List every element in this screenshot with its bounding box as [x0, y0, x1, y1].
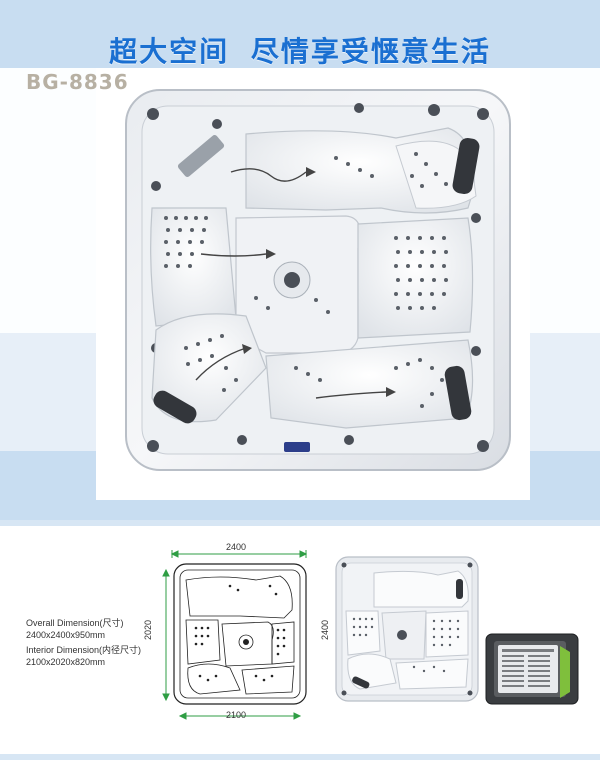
hero-right-stripe [530, 68, 600, 333]
hero-left-stripe [0, 68, 96, 333]
dimension-right-height: 2400 [320, 620, 330, 641]
dimension-top-width: 2400 [226, 542, 247, 552]
overall-dimension-label: Overall Dimension(尺寸) [26, 618, 124, 628]
hot-tub-photo [96, 68, 530, 500]
control-panel-image [485, 633, 579, 705]
interior-dimension-value: 2100x2020x820mm [26, 657, 106, 667]
hot-tub-top-view-image [125, 89, 511, 471]
model-number: BG-8836 [26, 70, 129, 94]
dimension-side-height: 2020 [143, 620, 153, 641]
hot-tub-small-photo [335, 556, 479, 702]
dimension-drawing [162, 550, 308, 720]
dimension-bottom-width: 2100 [226, 710, 247, 720]
hero-section: 超大空间 尽情享受惬意生活 [0, 0, 600, 520]
spec-bottom-border [0, 754, 600, 760]
overall-dimension-value: 2400x2400x950mm [26, 630, 106, 640]
interior-dimension-label: Interior Dimension(内径尺寸) [26, 645, 142, 655]
spec-top-border [0, 520, 600, 526]
hero-headline: 超大空间 尽情享受惬意生活 [109, 35, 491, 68]
